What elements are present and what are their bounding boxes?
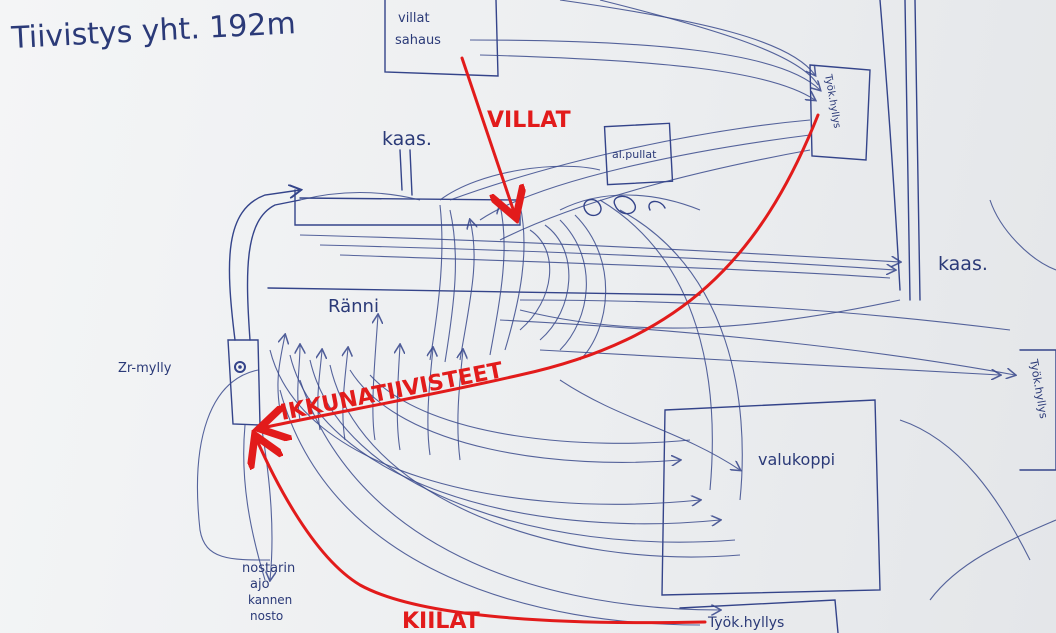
sahaus-label: sahaus: [395, 33, 441, 48]
note-line-2: ajo: [250, 577, 270, 592]
note-line-4: nosto: [250, 609, 283, 623]
kiilat-flow-label: KIILAT: [402, 609, 480, 633]
kaas-right-label: kaas.: [938, 253, 988, 275]
al-pullat-label: al.pullat: [612, 148, 657, 161]
ranni-label: Ränni: [328, 296, 379, 317]
valukoppi-box: [662, 400, 880, 595]
zr-mylly-label: Zr-mylly: [118, 361, 172, 376]
note-line-3: kannen: [248, 593, 292, 607]
villat-flow-label: VILLAT: [487, 108, 571, 133]
kaas-top-label: kaas.: [382, 128, 432, 150]
note-line-1: nostarin: [242, 561, 295, 576]
right-box-label: Työk.hyllys: [1027, 357, 1050, 420]
tyok-hyllys-label: Työk.hyllys: [707, 615, 784, 631]
sketch-title: Tiivistys yht. 192m: [10, 6, 297, 56]
ranni-channel: [295, 190, 520, 225]
villat-label: villat: [398, 11, 430, 26]
zr-mylly-box: [228, 340, 260, 425]
villat-arrow: [462, 58, 515, 215]
ikkunatiivisteet-arrow: [262, 115, 818, 428]
top-right-box-label: Työk.hyllys: [822, 73, 842, 130]
valukoppi-label: valukoppi: [758, 450, 835, 469]
kiilat-arrow: [256, 438, 705, 623]
